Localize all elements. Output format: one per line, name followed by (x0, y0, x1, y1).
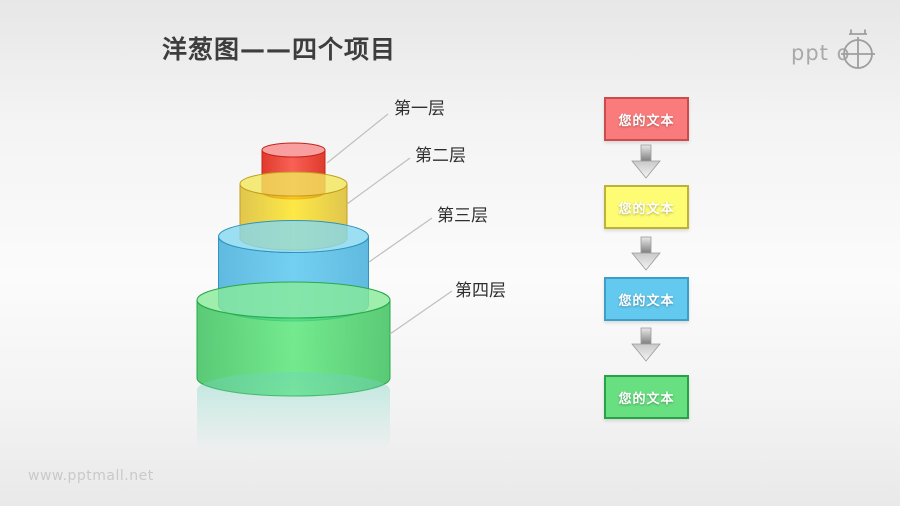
flow-box-2: 您的文本 (604, 185, 689, 229)
layer-label-1: 第一层 (394, 99, 445, 119)
flow-box-3: 您的文本 (604, 277, 689, 321)
flow-box-1-label: 您的文本 (618, 113, 675, 129)
watermark: www.pptmall.net (28, 468, 154, 484)
leader-lines (326, 113, 453, 335)
onion-diagram (196, 113, 453, 462)
leader-line-3 (368, 217, 433, 263)
logo-graphic: ppt o (791, 29, 875, 69)
logo-pot-icon (841, 29, 875, 69)
down-arrow-icon (631, 144, 661, 179)
leader-line-1 (326, 113, 389, 164)
leader-line-4 (389, 290, 453, 335)
leader-line-2 (346, 157, 411, 205)
down-arrow-icon (631, 236, 661, 271)
flow-box-1: 您的文本 (604, 97, 689, 141)
down-arrow-icon (631, 327, 661, 362)
flow-box-4-label: 您的文本 (618, 391, 675, 407)
reflection (197, 372, 390, 462)
flow-box-3-label: 您的文本 (618, 293, 675, 309)
flow-box-2-label: 您的文本 (618, 201, 675, 217)
onion-layer-4-cylinder (196, 281, 391, 397)
page-title: 洋葱图——四个项目 (162, 35, 397, 64)
logo-text: ppt o (791, 41, 850, 65)
flow-box-4: 您的文本 (604, 375, 689, 419)
layer-label-2: 第二层 (415, 146, 466, 166)
layer-label-4: 第四层 (455, 281, 506, 301)
pptmall-logo: ppt o (783, 24, 883, 80)
layer-label-3: 第三层 (437, 206, 488, 226)
